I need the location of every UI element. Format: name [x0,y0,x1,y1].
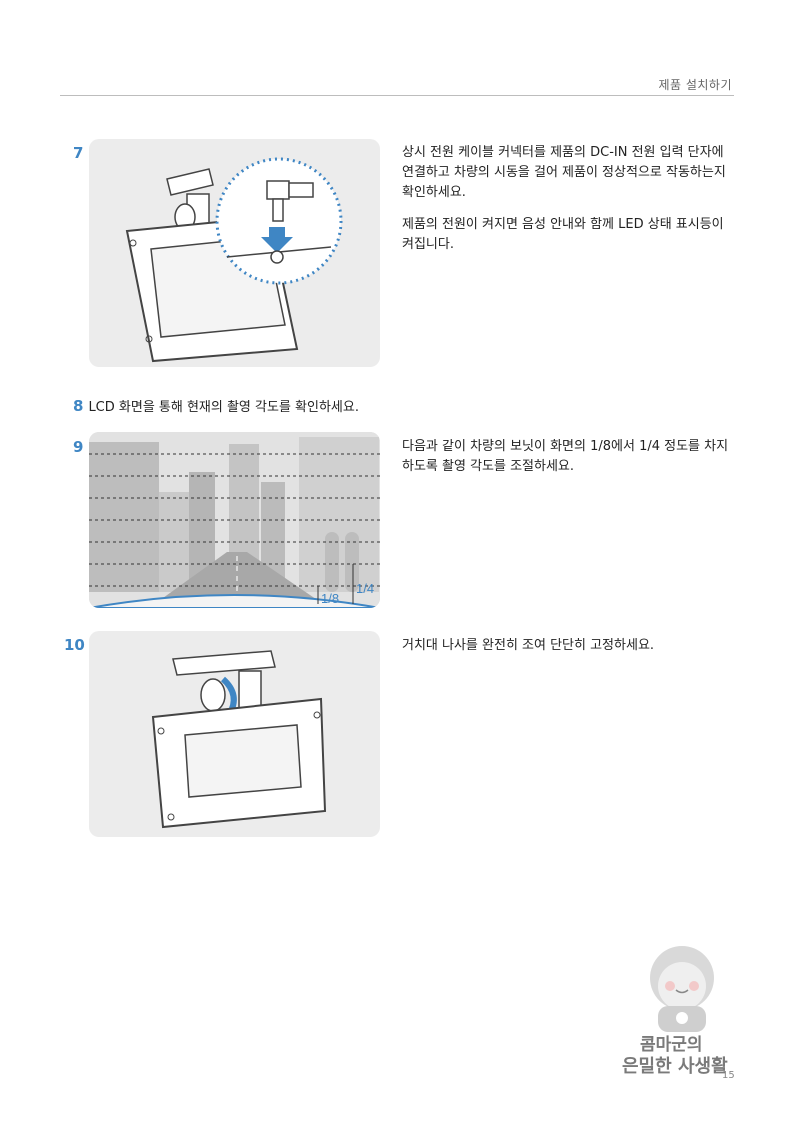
label-one-eighth: 1/8 [321,591,339,606]
page-number: 15 [722,1070,735,1081]
step-7-paragraph-1: 상시 전원 케이블 커넥터를 제품의 DC-IN 전원 입력 단자에 연결하고 … [402,145,726,200]
page-header-title: 제품 설치하기 [658,78,732,92]
label-one-quarter: 1/4 [356,581,374,596]
step-8-text: LCD 화면을 통해 현재의 촬영 각도를 확인하세요. [88,400,359,415]
step-10-description: 거치대 나사를 완전히 조여 단단히 고정하세요. [402,638,655,653]
power-connector [266,180,290,200]
watermark-line-1: 콤마군의 [640,1035,703,1055]
step-7-paragraph-2: 제품의 전원이 켜지면 음성 안내와 함께 LED 상태 표시등이 켜집니다. [402,217,724,252]
step-8-number: 8 [73,397,84,415]
step-7-illustration [89,139,380,367]
screen-grid [89,453,380,587]
car-hood [89,594,380,608]
step-8: 8 LCD 화면을 통해 현재의 촬영 각도를 확인하세요. [73,396,359,415]
mount-screw [200,678,226,712]
step-7-description: 상시 전원 케이블 커넥터를 제품의 DC-IN 전원 입력 단자에 연결하고 … [402,143,732,267]
step-10-number: 10 [64,636,85,654]
dashcam-mount-illustration [151,650,327,829]
header-divider [60,95,734,96]
dashcam-power-illustration [125,157,343,363]
step-9-description: 다음과 같이 차량의 보닛이 화면의 1/8에서 1/4 정도를 차지하도록 촬… [402,439,729,474]
road-view-illustration: 1/8 1/4 [89,432,380,608]
mascot-watermark-icon [650,946,714,1032]
step-10-illustration [89,631,380,837]
camera-screen [184,724,302,798]
step-7-number: 7 [73,144,84,162]
step-9-number: 9 [73,438,84,456]
step-9-illustration: 1/8 1/4 [89,432,380,608]
watermark-line-2: 은밀한 사생활 [622,1056,728,1077]
dc-in-port [270,250,284,264]
insert-arrow-icon [261,227,293,253]
